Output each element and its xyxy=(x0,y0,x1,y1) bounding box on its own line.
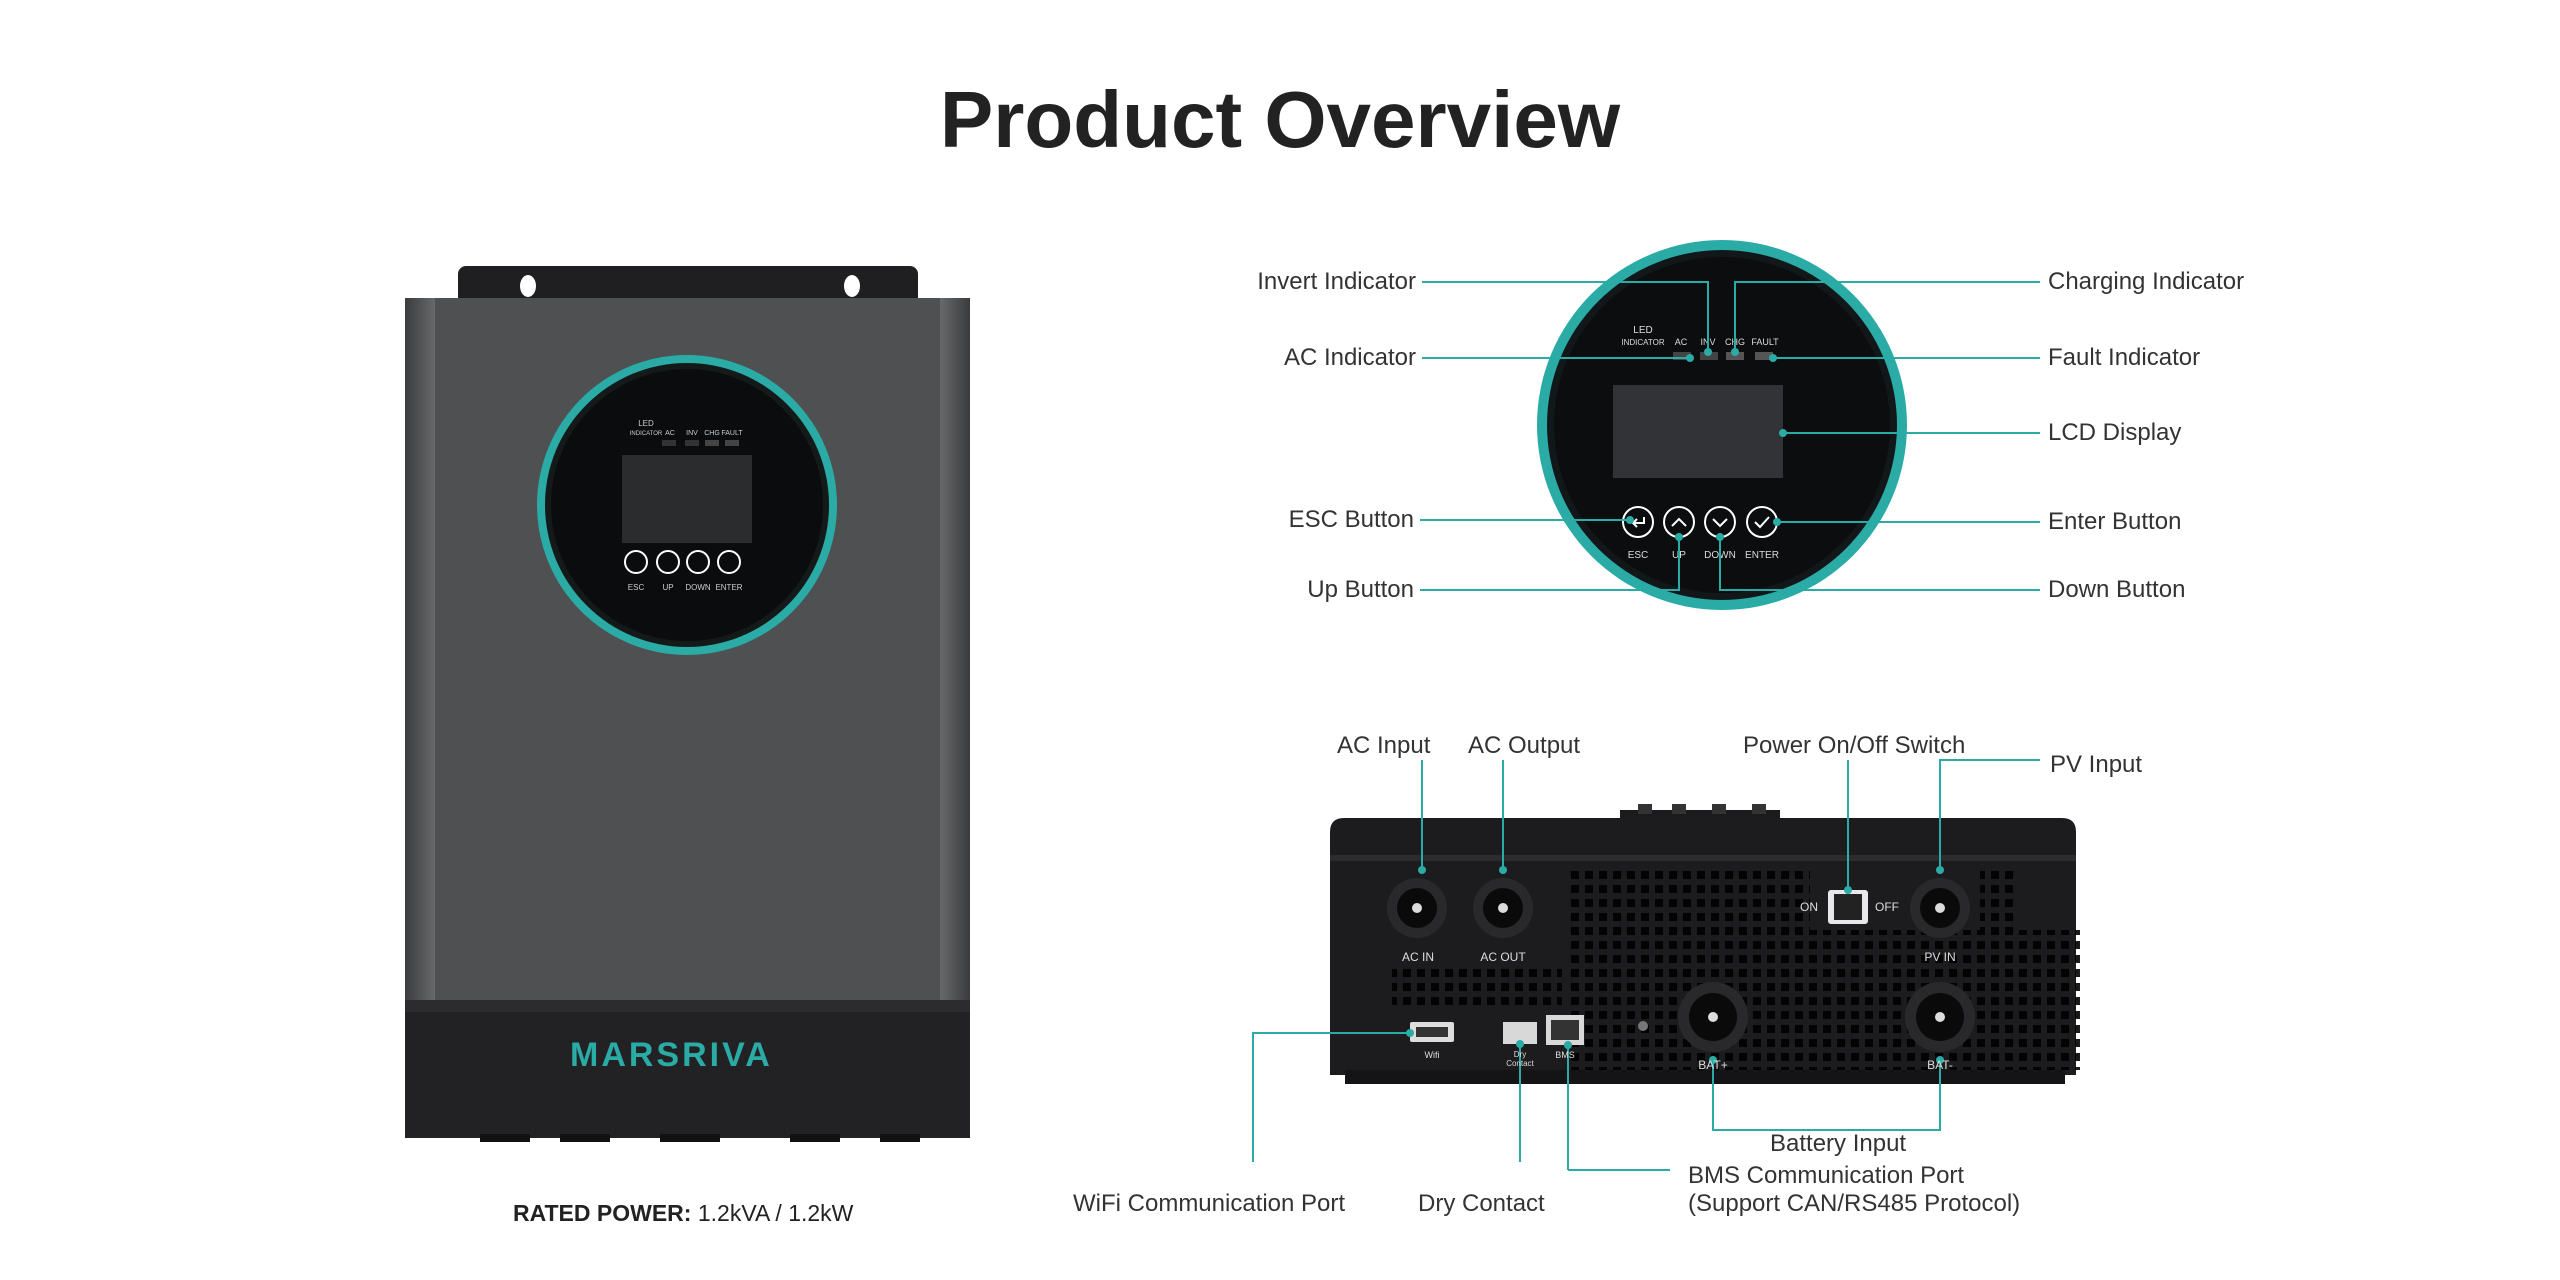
svg-text:ENTER: ENTER xyxy=(1745,550,1779,561)
svg-text:ESC: ESC xyxy=(628,583,645,592)
dry-contact-port-label: Dry Contact xyxy=(1500,1050,1540,1068)
ac-indicator-label: AC Indicator xyxy=(1283,344,1416,371)
dry-label-line1: Dry xyxy=(1513,1050,1527,1059)
fault-indicator-label: Fault Indicator xyxy=(2048,344,2201,371)
svg-text:ENTER: ENTER xyxy=(715,583,742,592)
svg-text:FAULT: FAULT xyxy=(1751,337,1779,347)
bat-minus-terminal xyxy=(1905,982,1975,1052)
enter-button-label: Enter Button xyxy=(2048,508,2182,535)
lcd-display-label: LCD Display xyxy=(2048,419,2182,446)
page-title: Product Overview xyxy=(939,75,1621,164)
esc-button-label: ESC Button xyxy=(1288,506,1414,533)
svg-text:INDICATOR: INDICATOR xyxy=(630,431,663,437)
down-button-label: Down Button xyxy=(2048,576,2186,603)
invert-indicator-label: Invert Indicator xyxy=(1257,268,1416,295)
switch-on-label: ON xyxy=(1800,900,1818,914)
wifi-port-label: Wifi xyxy=(1424,1050,1440,1060)
rated-power: RATED POWER: 1.2kVA / 1.2kW xyxy=(513,1200,853,1227)
up-button-label: Up Button xyxy=(1307,576,1414,603)
bms-port-callout-line2: (Support CAN/RS485 Protocol) xyxy=(1688,1190,2021,1217)
brand-logo: MARSRIVA xyxy=(570,1036,773,1074)
pv-in-terminal xyxy=(1910,878,1970,938)
svg-text:FAULT: FAULT xyxy=(721,430,743,437)
ac-in-label: AC IN xyxy=(1401,950,1434,964)
power-switch-label: Power On/Off Switch xyxy=(1743,732,1966,759)
svg-text:INDICATOR: INDICATOR xyxy=(1621,338,1664,347)
switch-off-label: OFF xyxy=(1875,900,1899,914)
svg-text:LED: LED xyxy=(638,419,654,428)
svg-text:DOWN: DOWN xyxy=(685,583,711,592)
svg-text:AC: AC xyxy=(1675,337,1688,347)
svg-text:AC: AC xyxy=(665,430,675,437)
inverter-front-image: LED INDICATOR AC INV CHG FAULT ESC UP DO… xyxy=(405,266,970,1142)
ac-in-terminal xyxy=(1387,878,1447,938)
pv-input-label: PV Input xyxy=(2050,751,2143,778)
wifi-port-callout: WiFi Communication Port xyxy=(1073,1190,1346,1217)
dry-contact-callout: Dry Contact xyxy=(1418,1190,1545,1217)
ac-input-label: AC Input xyxy=(1337,732,1431,759)
svg-text:CHG: CHG xyxy=(704,430,720,437)
bms-port-callout-line1: BMS Communication Port xyxy=(1688,1162,1965,1189)
bat-minus-label: BAT- xyxy=(1927,1058,1953,1072)
svg-text:INV: INV xyxy=(686,430,698,437)
svg-text:ESC: ESC xyxy=(1628,550,1649,561)
charging-indicator-label: Charging Indicator xyxy=(2048,268,2245,295)
ac-output-label: AC Output xyxy=(1468,732,1581,759)
pv-in-label: PV IN xyxy=(1924,950,1956,964)
svg-text:LED: LED xyxy=(1633,325,1652,336)
rated-power-label: RATED POWER: xyxy=(513,1200,692,1226)
ac-out-label: AC OUT xyxy=(1480,950,1526,964)
bms-port-label: BMS xyxy=(1555,1050,1575,1060)
bat-plus-label: BAT+ xyxy=(1698,1058,1728,1072)
dry-label-line2: Contact xyxy=(1506,1059,1534,1068)
battery-input-label: Battery Input xyxy=(1770,1130,1907,1157)
ac-out-terminal xyxy=(1473,878,1533,938)
rated-power-value: 1.2kVA / 1.2kW xyxy=(697,1200,854,1226)
svg-text:UP: UP xyxy=(662,583,673,592)
bat-plus-terminal xyxy=(1678,982,1748,1052)
